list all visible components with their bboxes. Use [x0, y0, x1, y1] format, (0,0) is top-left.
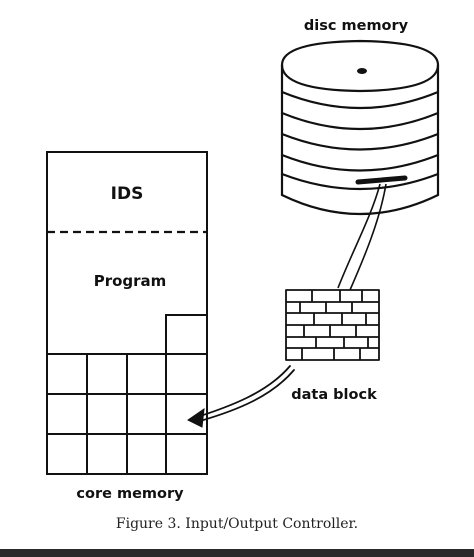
disc-platter-line	[280, 153, 440, 172]
core-memory-label: core memory	[76, 486, 184, 502]
data-block-seam	[311, 290, 363, 302]
figure-caption: Figure 3. Input/Output Controller.	[115, 516, 359, 532]
data-block-label: data block	[291, 387, 377, 403]
core-memory-outline	[46, 151, 208, 475]
disc-read-head	[355, 175, 408, 185]
disc-memory-label: disc memory	[304, 18, 409, 34]
core-memory-step	[165, 314, 207, 354]
transfer-line	[337, 183, 381, 289]
data-block-seam	[313, 313, 367, 325]
disc-spindle	[357, 68, 367, 74]
disc-platter-line	[280, 132, 440, 151]
ids-label: IDS	[111, 184, 144, 204]
disc-top	[280, 39, 440, 93]
data-block-seam	[315, 337, 369, 348]
disc-platter-line	[280, 111, 440, 131]
program-label: Program	[94, 272, 167, 290]
disc-platter-line	[280, 90, 440, 110]
arrow-head-icon	[187, 407, 205, 428]
disc-platter-line	[280, 172, 440, 191]
core-memory	[46, 151, 208, 475]
transfer-lines	[337, 183, 387, 291]
transfer-line	[349, 183, 387, 291]
data-block-seam	[301, 348, 361, 360]
data-block-seam	[299, 302, 353, 313]
transfer-arrow	[187, 365, 295, 428]
data-block-seam	[303, 325, 357, 337]
disc-bottom	[280, 193, 440, 215]
disc-memory	[280, 39, 440, 215]
data-block	[285, 289, 380, 361]
bottom-border	[0, 549, 474, 557]
transfer-arrow-line	[193, 365, 291, 419]
transfer-arrow-line	[199, 369, 295, 422]
